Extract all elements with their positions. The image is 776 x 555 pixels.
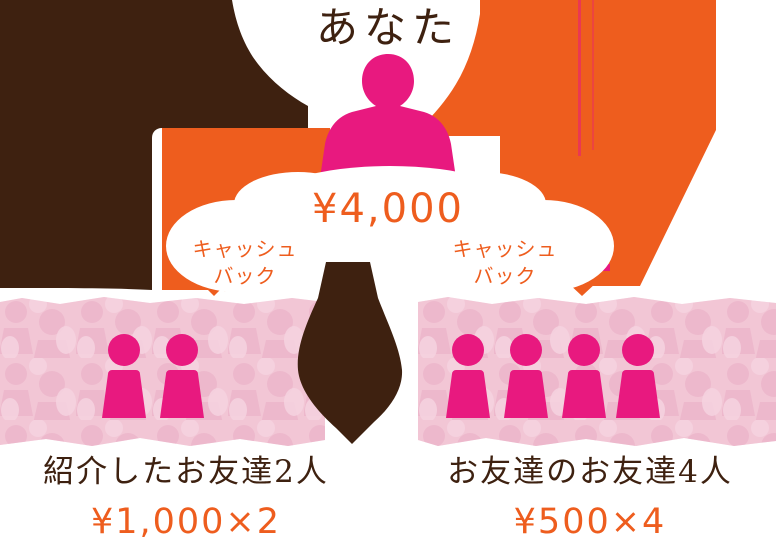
cashback-amount: ¥4,000 bbox=[312, 186, 464, 232]
arrow-down-icon-center bbox=[296, 262, 406, 447]
caption-referred-friends-text: 紹介したお友達2人 bbox=[43, 454, 329, 490]
cashback-speech-bubbles bbox=[150, 160, 630, 310]
caption-friends-of-friends: お友達のお友達4人 ¥500×4 bbox=[396, 454, 776, 542]
cashback-label-left-line1: キャッシュ bbox=[192, 237, 298, 261]
crowd-band bbox=[0, 296, 776, 448]
caption-referred-friends-amount: ¥1,000×2 bbox=[90, 501, 282, 542]
cashback-label-left: キャッシュ バック bbox=[180, 236, 310, 290]
crowd-group-referred bbox=[0, 296, 325, 448]
caption-friends-of-friends-text: お友達のお友達4人 bbox=[447, 454, 733, 490]
crowd-group-friends-of-friends bbox=[418, 296, 776, 448]
caption-friends-of-friends-amount: ¥500×4 bbox=[513, 501, 667, 542]
caption-referred-friends: 紹介したお友達2人 ¥1,000×2 bbox=[0, 454, 380, 542]
cashback-label-right-line1: キャッシュ bbox=[452, 237, 558, 261]
cashback-label-right: キャッシュ バック bbox=[440, 236, 570, 290]
cashback-label-right-line2: バック bbox=[473, 264, 537, 288]
person-icon-center bbox=[318, 52, 458, 192]
page-title: あなた bbox=[315, 3, 460, 52]
cashback-label-left-line2: バック bbox=[213, 264, 277, 288]
